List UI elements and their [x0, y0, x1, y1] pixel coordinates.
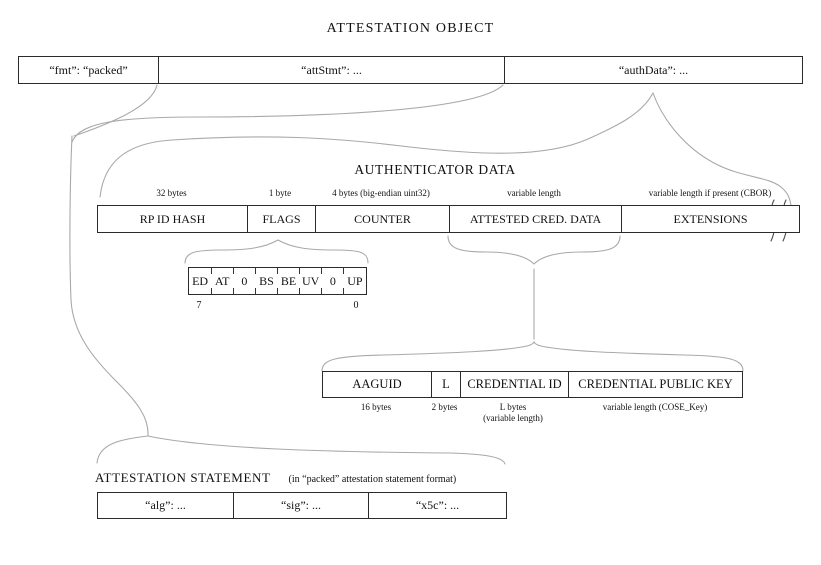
flag-bit-uv: UV	[299, 268, 322, 294]
attestation-statement-title: ATTESTATION STATEMENT	[95, 470, 271, 485]
size-label-aaguid: 16 bytes	[360, 402, 392, 412]
attestation-statement-note: (in “packed” attestation statement forma…	[288, 474, 457, 485]
attested-credential-data-row: AAGUID L CREDENTIAL ID CREDENTIAL PUBLIC…	[322, 371, 743, 398]
flag-bit-up: UP	[343, 268, 366, 294]
size-label-length: 2 bytes	[431, 402, 458, 412]
attested-cred-size-labels: 16 bytes 2 bytes L bytes (variable lengt…	[322, 402, 743, 424]
attstmt-funnel-left-curve	[73, 84, 158, 137]
attestation-statement-heading: ATTESTATION STATEMENT (in “packed” attes…	[95, 470, 456, 486]
aaguid-box: AAGUID	[352, 377, 402, 391]
credential-id-box: CREDENTIAL ID	[460, 372, 568, 397]
authenticator-data-title: AUTHENTICATOR DATA	[354, 162, 516, 177]
flags-box: FLAGS	[247, 206, 315, 232]
authdata-brace-right	[652, 92, 792, 207]
x5c-box: “x5c”: ...	[368, 493, 506, 518]
attstmt-funnel-right-curve	[71, 84, 504, 143]
attestation-statement-row: “alg”: ... “sig”: ... “x5c”: ...	[97, 492, 507, 519]
size-label-flags: 1 byte	[268, 188, 292, 198]
size-label-attested-cred-data: variable length	[507, 188, 561, 198]
sig-box: “sig”: ...	[233, 493, 368, 518]
flag-bit-be: BE	[276, 268, 300, 294]
size-label-extensions: variable length if present (CBOR)	[648, 188, 772, 198]
authdata-brace-left	[99, 92, 654, 198]
attestation-object-row: “fmt”: “packed” “attStmt”: ... “authData…	[18, 56, 803, 84]
size-label-credential-id-line1: L bytes	[499, 402, 527, 412]
flags-bits-box: ED AT 0 BS BE UV 0 UP	[188, 267, 367, 295]
credential-public-key-box: CREDENTIAL PUBLIC KEY	[568, 372, 742, 397]
authdata-box: “authData”: ...	[504, 57, 802, 83]
flags-brace	[184, 239, 369, 264]
fmt-box: “fmt”: “packed”	[49, 62, 128, 77]
flag-bit-bs: BS	[254, 268, 277, 294]
attested-cred-data-box: ATTESTED CRED. DATA	[449, 206, 621, 232]
page-title: ATTESTATION OBJECT	[326, 21, 495, 36]
bit-index-msb: 7	[196, 300, 202, 311]
alg-box: “alg”: ...	[145, 498, 186, 512]
rp-id-hash-box: RP ID HASH	[139, 211, 206, 226]
flag-bit-ed: ED	[192, 273, 209, 288]
attestation-statement-brace-right	[147, 435, 506, 465]
extensions-box: EXTENSIONS	[621, 206, 799, 232]
authenticator-data-row: RP ID HASH FLAGS COUNTER ATTESTED CRED. …	[97, 205, 800, 233]
attstmt-box: “attStmt”: ...	[158, 57, 504, 83]
authenticator-data-size-labels: 32 bytes 1 byte 4 bytes (big-endian uint…	[97, 188, 800, 199]
size-label-counter: 4 bytes (big-endian uint32)	[332, 188, 430, 198]
flag-bit-rfu2: 0	[321, 268, 344, 294]
flag-bit-at: AT	[210, 268, 233, 294]
attstmt-drop-line	[69, 135, 149, 437]
size-label-rp-id-hash: 32 bytes	[156, 188, 187, 198]
counter-box: COUNTER	[315, 206, 449, 232]
size-label-credential-id-line2: (variable length)	[483, 413, 543, 423]
attested-cred-down-brace	[447, 235, 621, 265]
bit-index-lsb: 0	[353, 300, 359, 311]
flag-bit-rfu1: 0	[232, 268, 255, 294]
size-label-credential-id: L bytes (variable length)	[459, 402, 567, 424]
length-box: L	[431, 372, 460, 397]
attestation-statement-brace-left	[96, 435, 149, 464]
size-label-credential-public-key: variable length (COSE_Key)	[602, 402, 708, 412]
aaguid-row-brace	[321, 340, 744, 372]
